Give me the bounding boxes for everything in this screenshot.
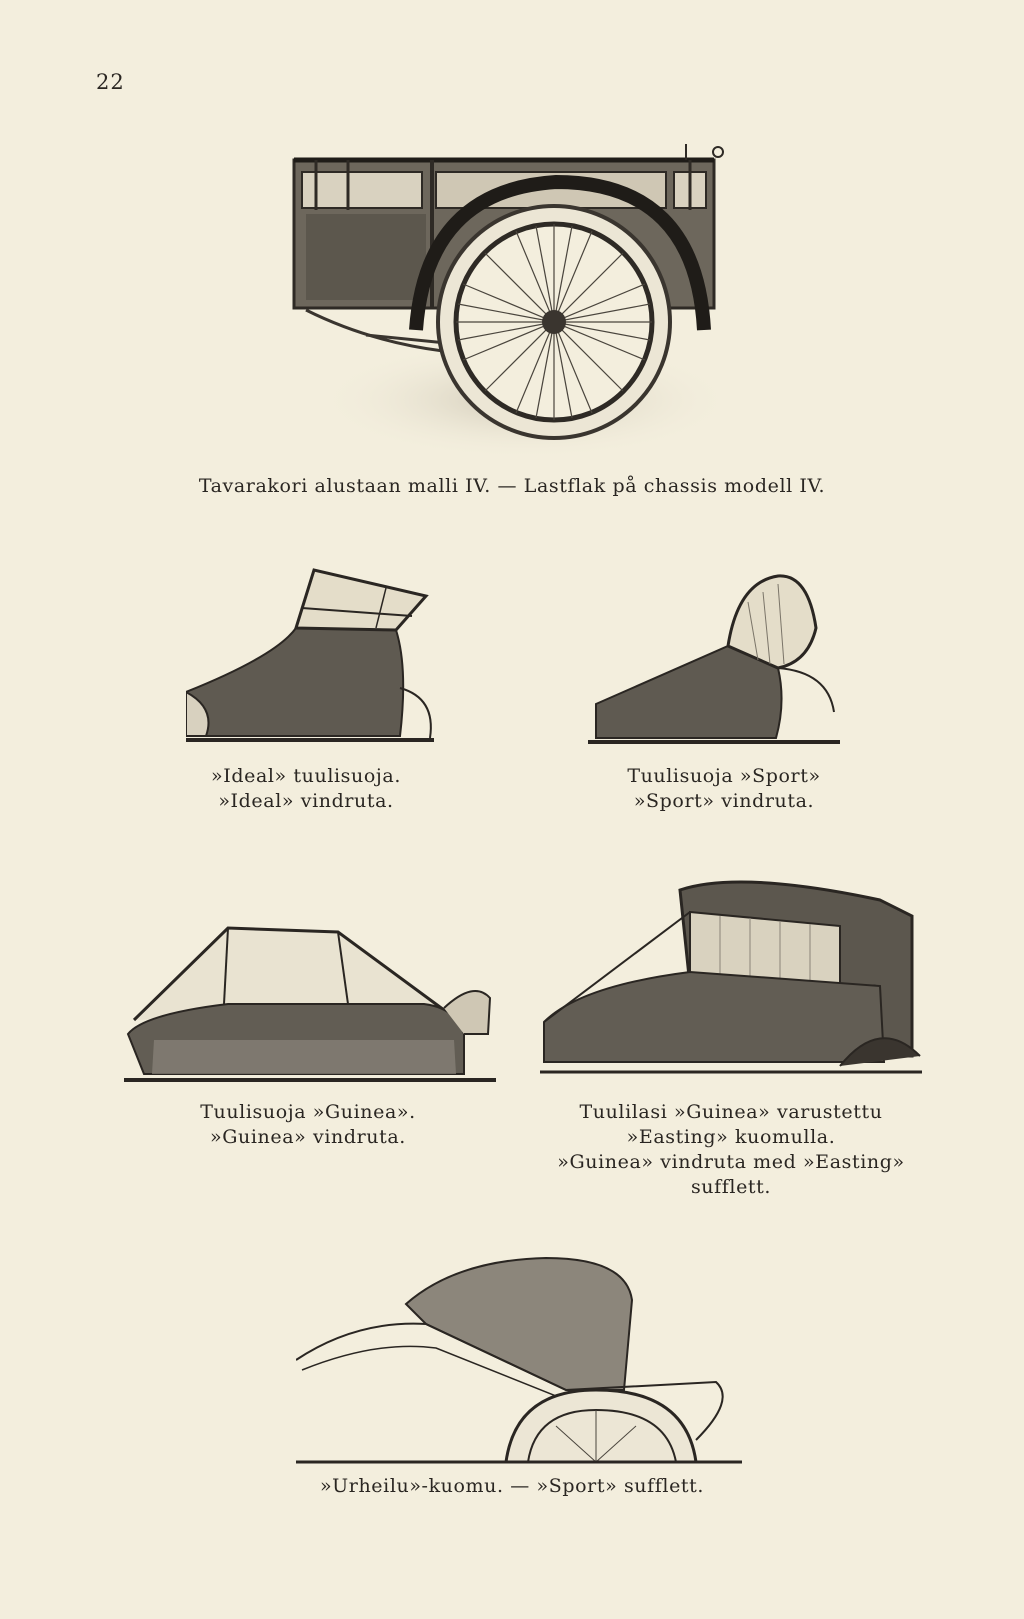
caption-line: »Urheilu»-kuomu. — »Sport» sufflett. <box>319 1475 705 1497</box>
cargo-box-caption: Tavarakori alustaan malli IV. — Lastflak… <box>0 474 1024 499</box>
caption-line: »Guinea» vindruta med »Easting» <box>557 1151 905 1173</box>
sport-windscreen-figure <box>588 572 840 748</box>
sport-windscreen-illustration <box>588 574 840 744</box>
page-number: 22 <box>96 70 125 94</box>
sport-hood-caption: »Urheilu»-kuomu. — »Sport» sufflett. <box>0 1474 1024 1499</box>
caption-line: »Guinea» vindruta. <box>210 1126 406 1148</box>
sport-windscreen-caption: Tuulisuoja »Sport» »Sport» vindruta. <box>596 764 852 814</box>
cargo-box-illustration <box>292 144 736 460</box>
caption-line: »Easting» kuomulla. <box>626 1126 836 1148</box>
caption-line: »Ideal» vindruta. <box>218 790 394 812</box>
sport-hood-illustration <box>296 1256 742 1464</box>
guinea-windscreen-caption: Tuulisuoja »Guinea». »Guinea» vindruta. <box>172 1100 444 1150</box>
caption-line: Tuulilasi »Guinea» varustettu <box>579 1101 883 1123</box>
ideal-windscreen-illustration <box>186 568 434 742</box>
guinea-windscreen-figure <box>124 924 496 1088</box>
caption-line: »Sport» vindruta. <box>633 790 815 812</box>
caption-line: Tavarakori alustaan malli IV. — Lastflak… <box>198 475 826 497</box>
ideal-windscreen-caption: »Ideal» tuulisuoja. »Ideal» vindruta. <box>176 764 436 814</box>
guinea-windscreen-illustration <box>124 926 496 1082</box>
caption-line: Tuulisuoja »Guinea». <box>200 1101 416 1123</box>
sport-hood-figure <box>296 1250 742 1466</box>
caption-line: Tuulisuoja »Sport» <box>627 765 821 787</box>
guinea-easting-illustration <box>540 880 922 1074</box>
guinea-easting-figure <box>540 876 922 1088</box>
cargo-box-figure <box>286 130 746 460</box>
guinea-easting-caption: Tuulilasi »Guinea» varustettu »Easting» … <box>540 1100 922 1200</box>
ideal-windscreen-figure <box>186 568 438 748</box>
caption-line: »Ideal» tuulisuoja. <box>211 765 401 787</box>
caption-line: sufflett. <box>690 1176 772 1198</box>
